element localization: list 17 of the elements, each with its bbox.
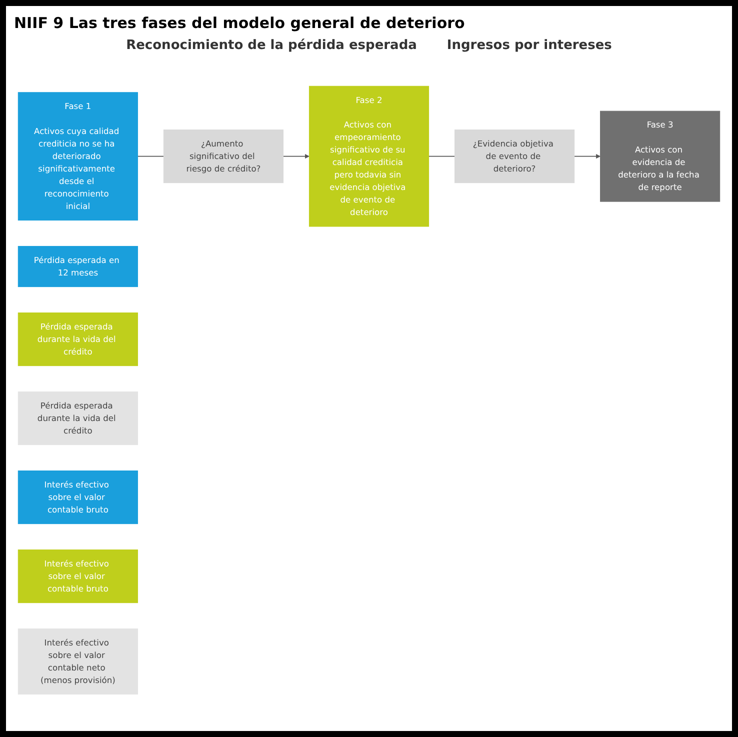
node-box	[163, 129, 284, 183]
arrow	[574, 154, 600, 158]
node-box	[18, 312, 138, 366]
node-box	[454, 129, 575, 183]
section-heading: Ingresos por intereses	[446, 38, 612, 53]
node-box	[18, 628, 138, 694]
node-box	[600, 110, 720, 202]
node-box	[18, 470, 138, 524]
node-box	[308, 86, 430, 227]
node-box	[18, 549, 138, 603]
node-box	[18, 391, 138, 445]
node-box	[18, 246, 138, 287]
arrow	[282, 154, 310, 158]
node-box	[18, 92, 138, 220]
section-heading: Reconocimiento de la pérdida esperada	[126, 38, 417, 53]
diagram: ¿Aumento significativo del riesgo de crédito? ¿Evidencia objetiva de evento de deterioro? Fase 1 Activos cuya calidad crediticia no se ha deteriorado significativamente desde el reconocimiento inicial Fase 2 Activos con empeoramiento significativo de su calidad crediticia pero todavia sin evidencia objetiva de evento de deterioro Fase 3 Activos con evidencia de deterioro a la fecha de reporte Pérdida esperada en 12 meses Pérdida esperada durante la vida del crédito Pérdida esperada durante la vida del crédito Interés efectivo sobre el valor contable bruto Interés efectivo sobre el valor contable bruto Interés efectivo sobre el valor contable neto (menos provisión)	[14, 82, 724, 698]
diagram-title: NIIF 9 Las tres fases del modelo general de deterioro	[14, 14, 466, 32]
